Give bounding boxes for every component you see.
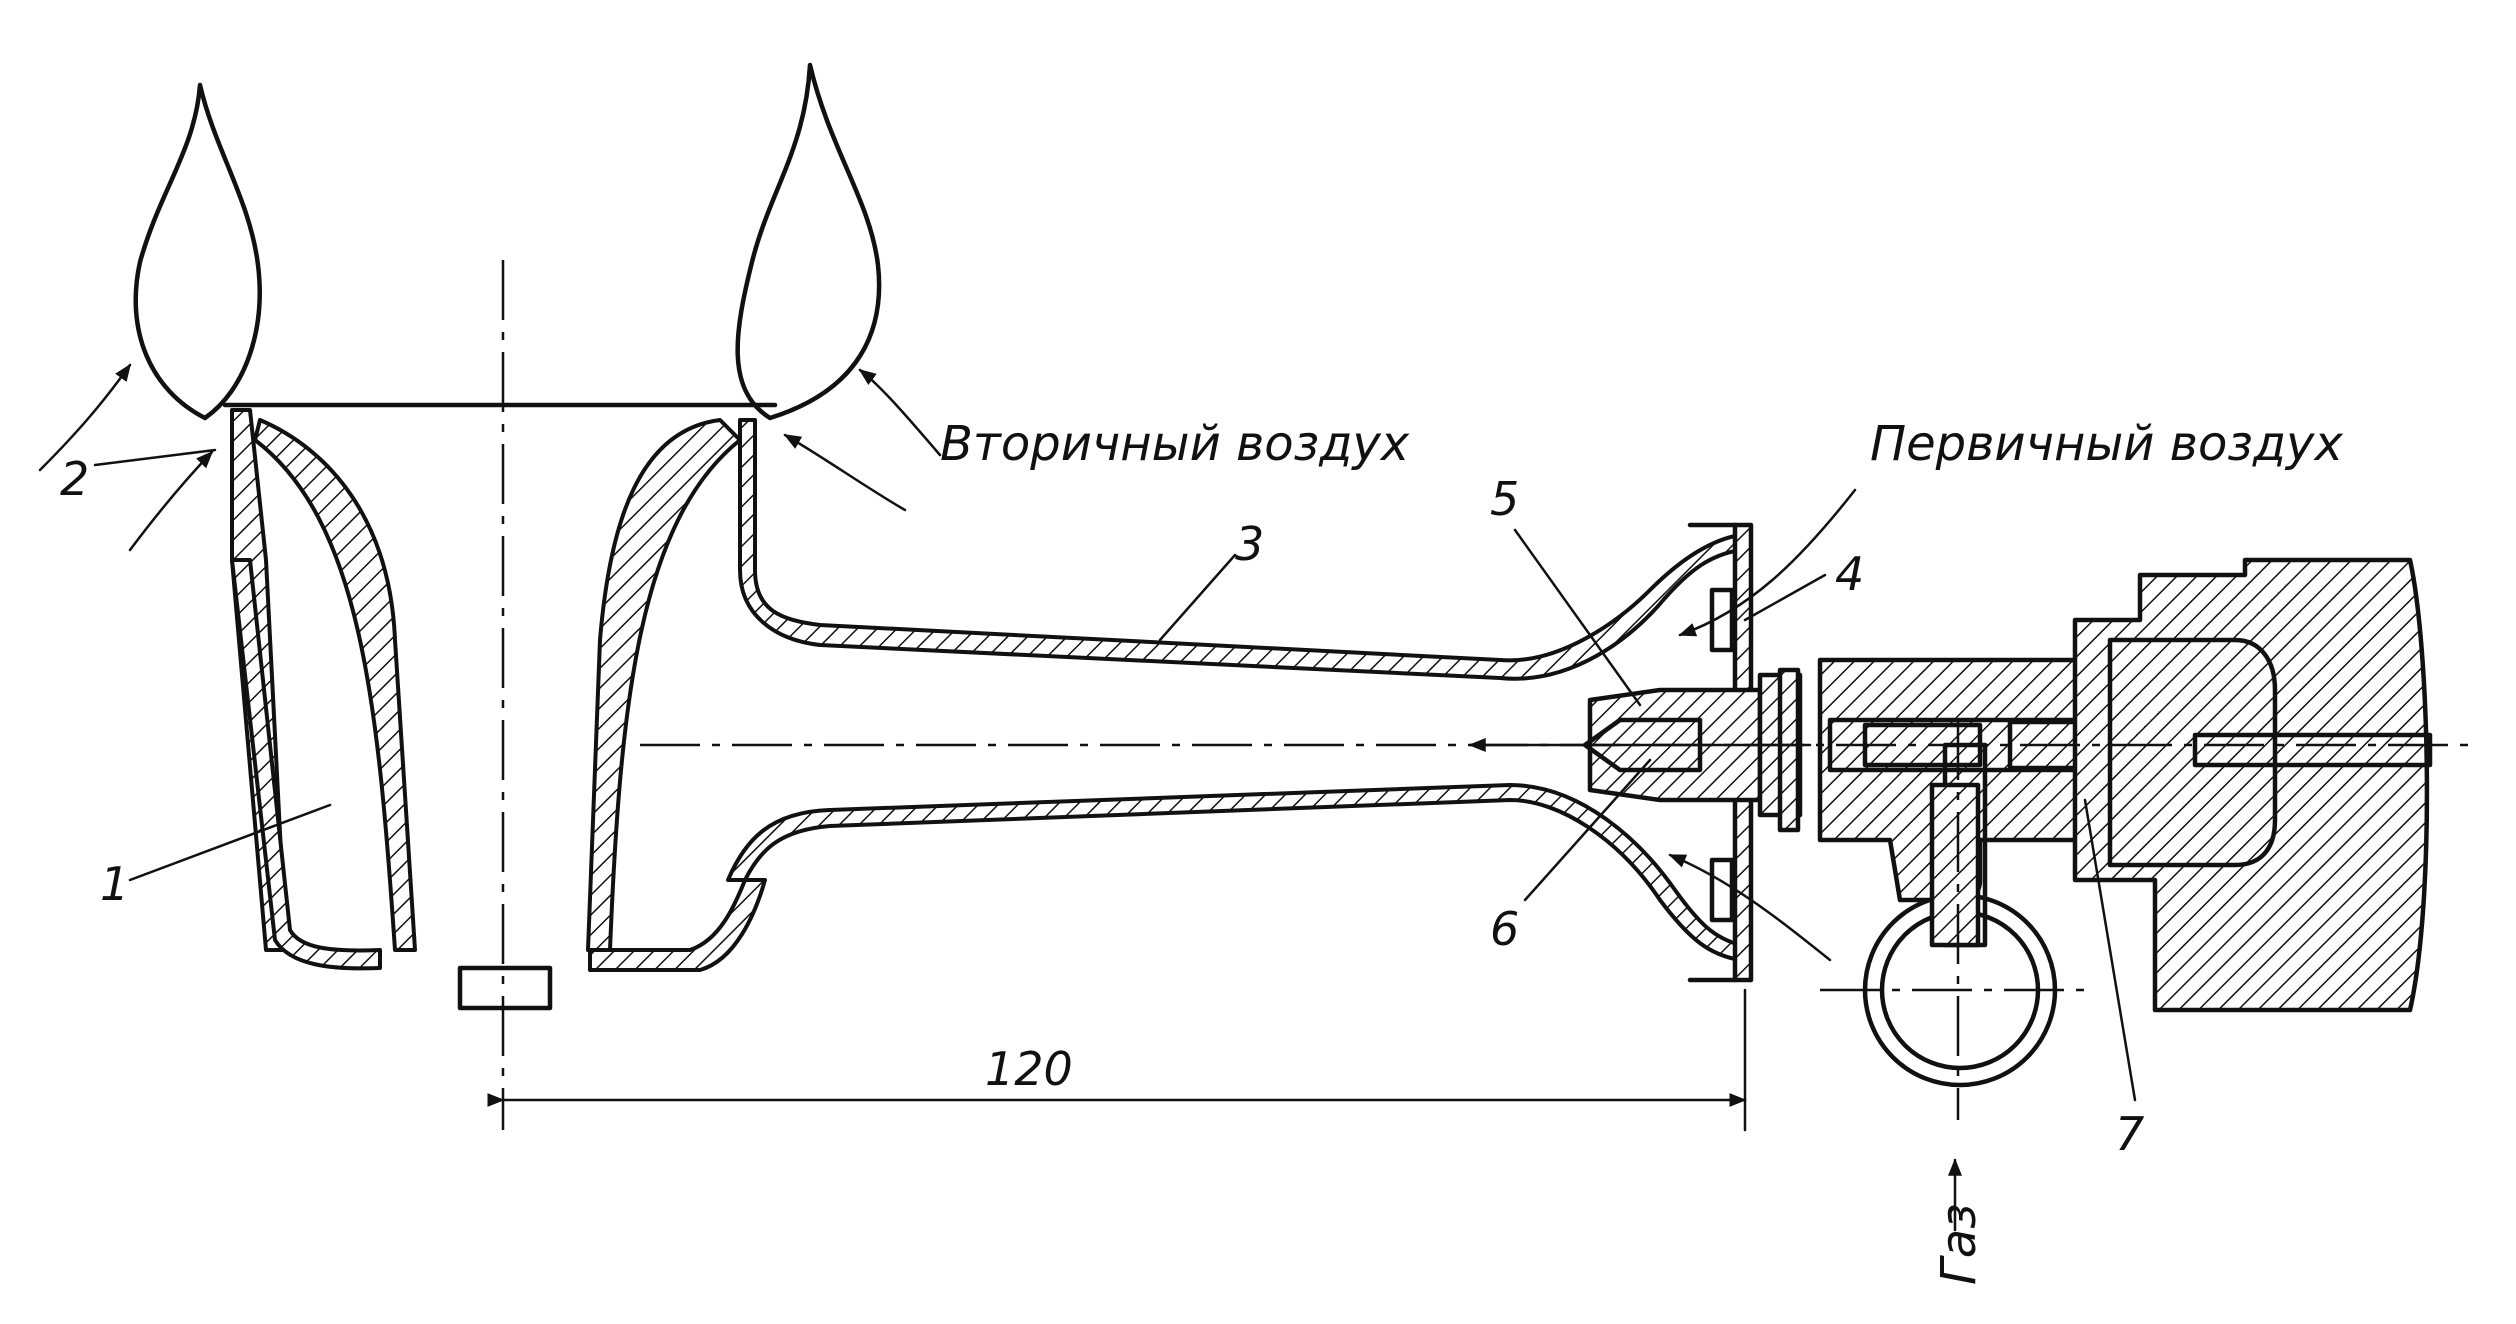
left-air-arrow [38, 363, 132, 472]
label-part-7: 7 [2115, 1107, 2144, 1161]
dimension-line [487, 988, 1747, 1132]
label-primary-air: Первичный воздух [1870, 416, 2343, 472]
left-air-arrow-2 [128, 450, 214, 552]
secondary-air-arrow [858, 368, 942, 457]
leader-7 [2083, 798, 2137, 1102]
leader-5 [1513, 528, 1642, 707]
leader-6 [1523, 758, 1652, 902]
label-part-3: 3 [1235, 517, 1264, 571]
label-part-1: 1 [100, 857, 129, 911]
leader-1 [128, 803, 332, 882]
label-part-2: 2 [60, 452, 89, 506]
label-gas: Газ [1931, 1203, 1987, 1285]
handle-block [2072, 557, 2433, 1013]
label-dimension: 120 [985, 1042, 1073, 1096]
secondary-air-arrow-2 [783, 433, 907, 512]
primary-air-arrow [1678, 488, 1857, 637]
label-part-4: 4 [1835, 547, 1864, 601]
label-part-6: 6 [1490, 902, 1519, 956]
mixing-tube [726, 418, 1742, 962]
label-secondary-air: Вторичный воздух [940, 416, 1410, 472]
gas-pipe [1862, 782, 2058, 1088]
nozzle-assembly [1582, 667, 1803, 833]
leader-2 [93, 448, 217, 467]
primary-air-arrow-2 [1668, 853, 1832, 962]
leader-3 [1158, 553, 1237, 642]
label-part-5: 5 [1490, 472, 1519, 526]
leader-4 [1743, 573, 1827, 622]
left-flame [133, 82, 262, 421]
right-flame [735, 62, 882, 421]
burner-head [222, 402, 778, 1011]
